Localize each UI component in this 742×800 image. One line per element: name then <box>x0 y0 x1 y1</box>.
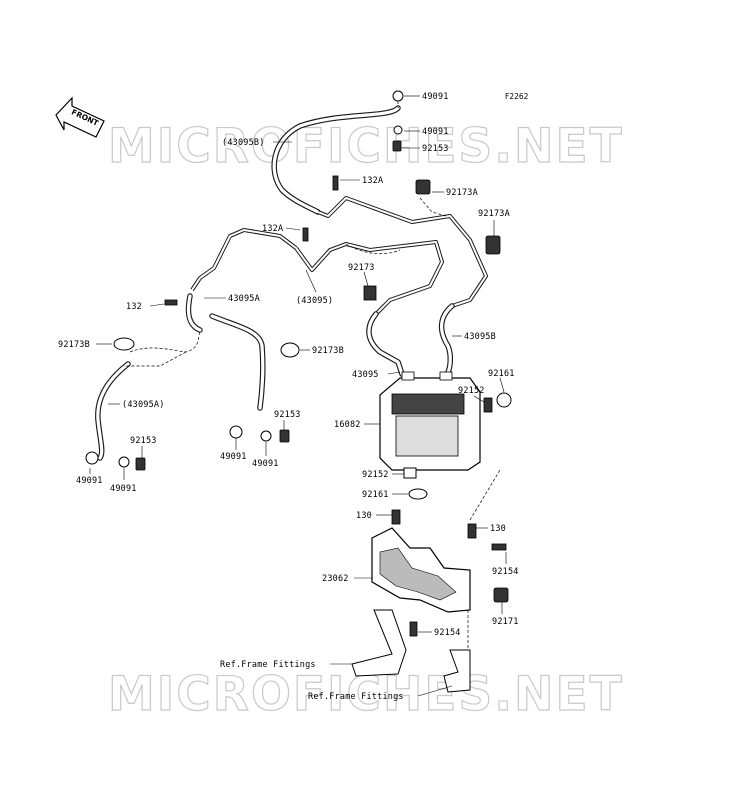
pipe-43095a-upper <box>190 228 298 292</box>
abs-unit <box>379 371 481 471</box>
washer-49091-l2 <box>118 456 130 468</box>
washer-49091-top <box>392 90 404 102</box>
label-132: 132 <box>126 302 142 312</box>
label-92154-a: 92154 <box>492 567 519 577</box>
nut-92171 <box>493 587 509 603</box>
dashed-link-1 <box>129 329 201 353</box>
label-92161-a: 92161 <box>488 369 515 379</box>
label-ref-frame-1: Ref.Frame Fittings <box>220 660 316 670</box>
label-43095b: 43095B <box>464 332 496 342</box>
label-ref-frame-2: Ref.Frame Fittings <box>308 692 404 702</box>
dashed-link-3 <box>345 243 401 255</box>
label-43095: 43095 <box>352 370 379 380</box>
label-92153-mid: 92153 <box>274 410 301 420</box>
grommet-92161-a <box>496 392 512 408</box>
pipe-upper-right <box>317 196 488 308</box>
label-92173: 92173 <box>348 263 375 273</box>
dashed-link-2 <box>124 351 187 367</box>
leader-lines <box>89 95 507 697</box>
watermark-top: MICROFICHES.NET <box>108 119 624 174</box>
label-49091-m2: 49091 <box>252 459 279 469</box>
clamp-92173b-left <box>113 337 135 351</box>
label-23062: 23062 <box>322 574 349 584</box>
collar-92152-a <box>483 397 493 413</box>
label-92161-b: 92161 <box>362 490 389 500</box>
dashed-link-4 <box>419 197 447 217</box>
clamp-92173b-mid <box>280 342 300 358</box>
clamp-92173a-2 <box>485 235 501 255</box>
label-43095b-top: (43095B) <box>222 138 265 148</box>
bolt-92154-b <box>409 621 418 637</box>
clamp-92173 <box>363 285 377 301</box>
label-92153-top: 92153 <box>422 144 449 154</box>
figure-code: F2262 <box>505 92 529 101</box>
label-43095-paren: (43095) <box>296 296 333 306</box>
label-132a-1: 132A <box>362 176 383 186</box>
label-92173a-2: 92173A <box>478 209 510 219</box>
label-92154-b: 92154 <box>434 628 461 638</box>
label-43095a-paren: (43095A) <box>122 400 165 410</box>
label-92152-b: 92152 <box>362 470 389 480</box>
front-arrow-icon: FRONT <box>55 96 105 138</box>
washer-49091-m1 <box>229 425 243 439</box>
bolt-130-b <box>467 523 477 539</box>
bolt-132 <box>164 299 178 306</box>
label-43095a: 43095A <box>228 294 260 304</box>
dashed-link-6 <box>469 469 501 521</box>
washer-49091-l1 <box>85 451 99 465</box>
label-92173a-1: 92173A <box>446 188 478 198</box>
bolt-92154-a <box>491 543 507 551</box>
bracket-23062 <box>371 527 471 613</box>
label-16082: 16082 <box>334 420 361 430</box>
label-92153-left: 92153 <box>130 436 157 446</box>
bolt-132a-1 <box>332 175 339 191</box>
label-49091-b: 49091 <box>422 127 449 137</box>
label-92152-a: 92152 <box>458 386 485 396</box>
label-49091-top: 49091 <box>422 92 449 102</box>
frame-fitting-2 <box>443 649 471 693</box>
label-49091-m1: 49091 <box>220 452 247 462</box>
bolt-92153-mid <box>279 429 290 443</box>
bolt-92153-top <box>392 140 402 152</box>
label-130-a: 130 <box>356 511 372 521</box>
label-132a-2: 132A <box>262 224 283 234</box>
label-130-b: 130 <box>490 524 506 534</box>
label-92173b-mid: 92173B <box>312 346 344 356</box>
bolt-130-a <box>391 509 401 525</box>
label-92171: 92171 <box>492 617 519 627</box>
label-49091-l1: 49091 <box>76 476 103 486</box>
bolt-132a-2 <box>302 227 309 242</box>
hose-lower-middle <box>209 313 266 411</box>
washer-49091-b <box>393 125 403 135</box>
collar-92152-b <box>403 467 417 479</box>
label-92173b-left: 92173B <box>58 340 90 350</box>
grommet-92161-b <box>408 488 428 500</box>
label-49091-l2: 49091 <box>110 484 137 494</box>
frame-fitting-1 <box>351 609 407 677</box>
washer-49091-m2 <box>260 430 272 442</box>
clamp-92173a-1 <box>415 179 431 195</box>
bolt-92153-left <box>135 457 146 471</box>
